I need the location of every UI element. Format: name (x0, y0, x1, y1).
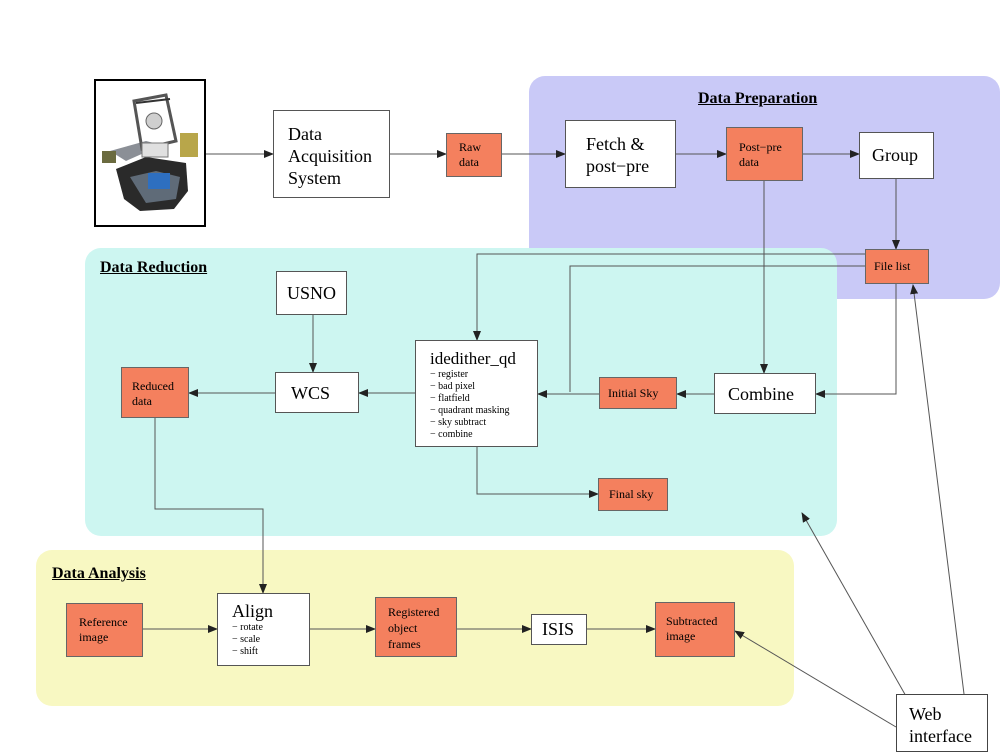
combine-label: Combine (728, 384, 794, 404)
file-list-label: File list (874, 259, 911, 273)
subtracted-image-box: Subtracted image (655, 602, 735, 657)
arrow-web-to-reduction (801, 512, 916, 713)
raw-data-line2: data (459, 155, 479, 169)
group-label: Group (872, 145, 918, 165)
raw-data-line1: Raw (459, 140, 481, 154)
fetch-line1: Fetch & (586, 134, 645, 154)
align-step: − scale (232, 634, 261, 645)
data-preparation-title: Data Preparation (698, 90, 818, 107)
raw-data-box: Raw data (446, 133, 502, 177)
telescope-image (94, 79, 206, 227)
daq-line2: Acquisition (288, 146, 372, 166)
arrow-reduced-to-align (154, 418, 267, 594)
idedither-step: − bad pixel (430, 381, 476, 392)
idedither-step: − sky subtract (430, 417, 487, 428)
web-interface-box: Web interface (896, 694, 988, 752)
arrow-web-to-subtracted (734, 630, 897, 728)
align-step: − rotate (232, 622, 263, 633)
arrow-idedither-to-finalsky (476, 447, 599, 498)
reference-line1: Reference (79, 615, 128, 629)
postpre-data-box: Post−pre data (726, 127, 803, 181)
idedither-step: − quadrant masking (430, 405, 510, 416)
idedither-step: − flatfield (430, 393, 470, 404)
idedither-title: idedither_qd (430, 349, 516, 368)
file-list-box: File list (865, 249, 929, 284)
group-box: Group (859, 132, 934, 179)
initial-sky-box: Initial Sky (599, 377, 677, 409)
final-sky-box: Final sky (598, 478, 668, 511)
registered-frames-box: Registered object frames (375, 597, 457, 657)
data-reduction-title: Data Reduction (100, 259, 208, 276)
idedither-box: idedither_qd − register − bad pixel − fl… (415, 340, 538, 447)
reduced-line1: Reduced (132, 379, 174, 393)
reference-image-box: Reference image (66, 603, 143, 657)
arrow-web-to-filelist (910, 284, 965, 695)
isis-box: ISIS (531, 614, 587, 645)
fetch-line2: post−pre (586, 156, 650, 176)
subtracted-line1: Subtracted (666, 614, 718, 628)
reference-line2: image (79, 630, 109, 644)
align-title: Align (232, 601, 274, 621)
idedither-step: − combine (430, 429, 473, 440)
postpre-line1: Post−pre (739, 140, 782, 154)
wcs-label: WCS (291, 383, 331, 403)
line-filelist-to-initialsky (569, 265, 865, 392)
reduced-data-box: Reduced data (121, 367, 189, 418)
daq-line1: Data (288, 124, 322, 144)
registered-line3: frames (388, 637, 421, 651)
idedither-step: − register (430, 369, 469, 380)
isis-label: ISIS (542, 619, 575, 639)
data-analysis-title: Data Analysis (52, 565, 146, 582)
reduced-line2: data (132, 394, 152, 408)
postpre-line2: data (739, 155, 759, 169)
registered-line2: object (388, 621, 418, 635)
web-line1: Web (909, 704, 942, 724)
fetch-postpre-box: Fetch & post−pre (565, 120, 676, 188)
web-line2: interface (909, 726, 972, 746)
arrow-filelist-to-combine (815, 284, 897, 398)
final-sky-label: Final sky (609, 487, 654, 501)
telescope-icon (102, 93, 198, 211)
usno-label: USNO (287, 283, 337, 303)
data-acquisition-box: Data Acquisition System (273, 110, 390, 198)
initial-sky-label: Initial Sky (608, 386, 659, 400)
wcs-box: WCS (275, 372, 359, 413)
arrow-filelist-to-idedither (473, 253, 865, 341)
registered-line1: Registered (388, 605, 440, 619)
align-step: − shift (232, 646, 258, 657)
combine-box: Combine (714, 373, 816, 414)
align-box: Align − rotate − scale − shift (217, 593, 310, 666)
daq-line3: System (288, 168, 342, 188)
subtracted-line2: image (666, 629, 696, 643)
usno-box: USNO (276, 271, 347, 315)
